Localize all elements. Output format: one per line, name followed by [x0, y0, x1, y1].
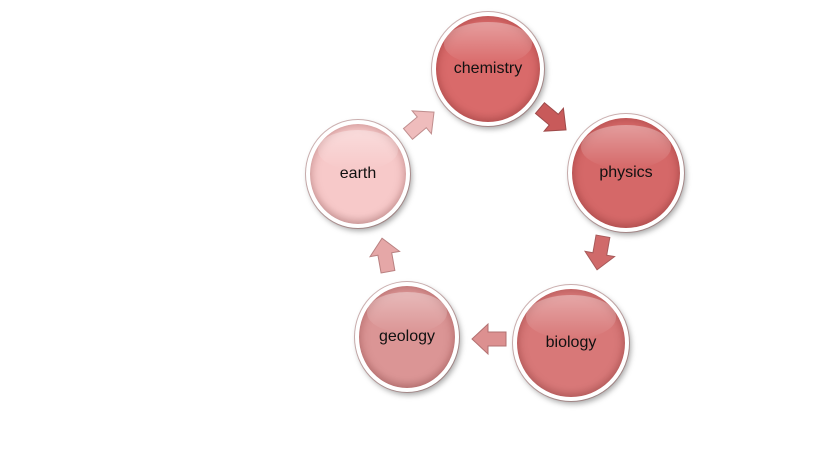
arrow-earth-to-chemistry [398, 101, 443, 146]
node-label-geology: geology [378, 328, 436, 345]
node-earth: earth [306, 120, 410, 228]
arrow-physics-to-biology [582, 234, 617, 273]
arrow-chemistry-to-physics [530, 97, 575, 142]
node-label-earth: earth [339, 165, 377, 182]
node-label-biology: biology [545, 334, 597, 351]
node-label-chemistry: chemistry [453, 60, 523, 77]
node-physics: physics [568, 114, 684, 232]
arrow-geology-to-earth [367, 236, 402, 275]
node-chemistry: chemistry [432, 12, 544, 126]
node-biology: biology [513, 285, 629, 401]
arrow-biology-to-geology [471, 322, 507, 356]
node-geology: geology [355, 282, 459, 392]
node-label-physics: physics [599, 164, 653, 181]
